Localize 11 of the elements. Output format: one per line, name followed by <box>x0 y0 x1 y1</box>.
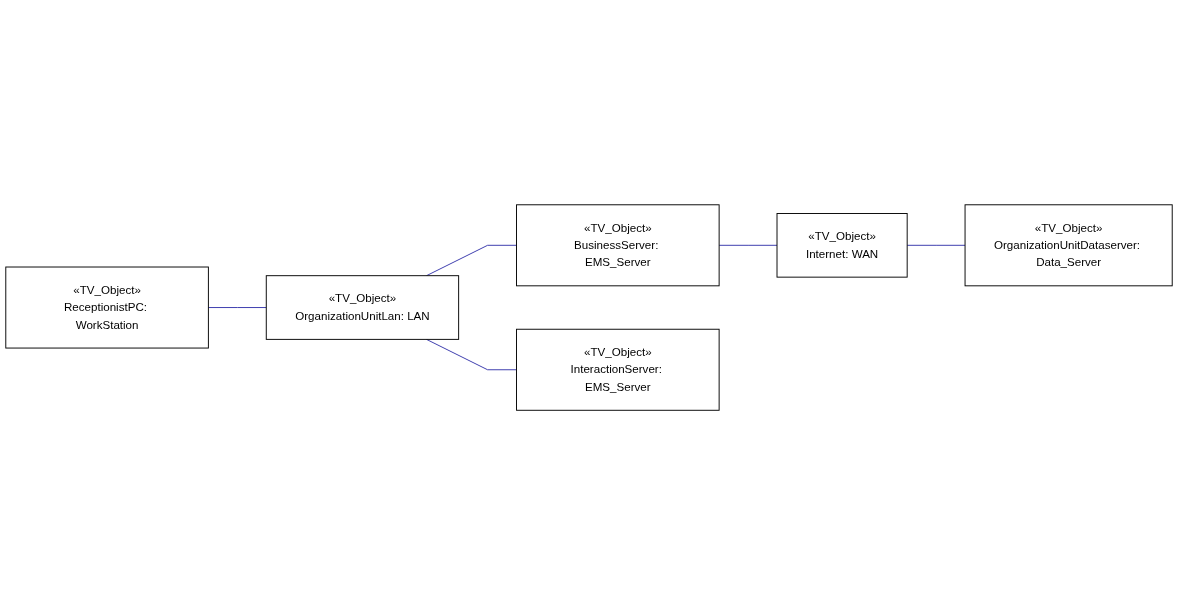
node-box: «TV_Object» InteractionServer: EMS_Server <box>516 328 720 411</box>
connector <box>207 307 267 308</box>
connector <box>426 244 517 277</box>
connector <box>718 244 778 246</box>
node-box: «TV_Object» ReceptionistPC: WorkStation <box>5 266 209 349</box>
node-box: «TV_Object» BusinessServer: EMS_Server <box>516 204 720 287</box>
node-box: «TV_Object» OrganizationUnitLan: LAN <box>265 275 460 340</box>
node-box: «TV_Object» OrganizationUnitDataserver: Data_Server <box>964 204 1173 287</box>
connector <box>426 338 517 371</box>
node-box: «TV_Object» Internet: WAN <box>776 212 908 278</box>
connector <box>906 244 966 246</box>
